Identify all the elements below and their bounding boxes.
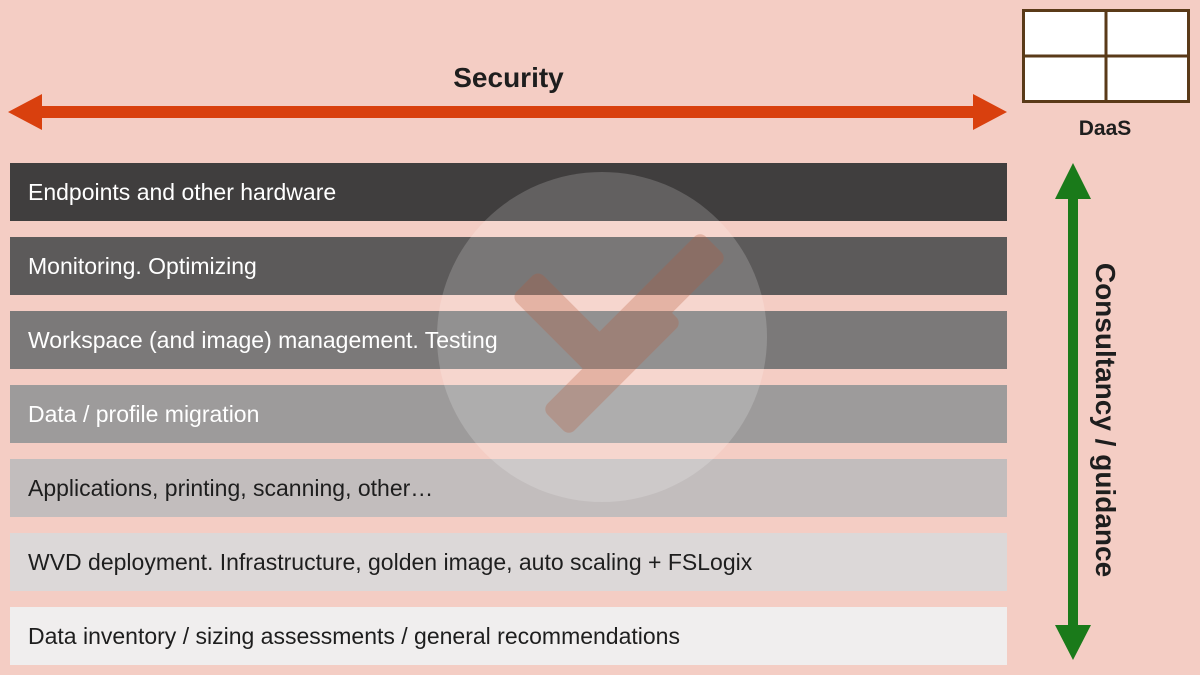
layer-wvd-deployment: WVD deployment. Infrastructure, golden i…: [10, 533, 1007, 591]
layer-label: Monitoring. Optimizing: [28, 252, 257, 279]
layer-data-migration: Data / profile migration: [10, 385, 1007, 443]
window-grid-icon: [1022, 9, 1190, 103]
layer-label: Applications, printing, scanning, other…: [28, 474, 434, 501]
security-arrow-shape: [8, 94, 1007, 130]
layer-endpoints: Endpoints and other hardware: [10, 163, 1007, 221]
layer-data-inventory: Data inventory / sizing assessments / ge…: [10, 607, 1007, 665]
layer-label: Endpoints and other hardware: [28, 178, 337, 205]
remote-desktop-watermark-icon: [437, 172, 767, 502]
layer-label: Workspace (and image) management. Testin…: [28, 326, 498, 353]
layer-monitoring: Monitoring. Optimizing: [10, 237, 1007, 295]
security-label: Security: [453, 62, 564, 93]
layer-workspace-management: Workspace (and image) management. Testin…: [10, 311, 1007, 369]
security-double-arrow-icon: [8, 94, 1007, 130]
consultancy-arrow-shape: [1055, 163, 1091, 660]
layer-label: WVD deployment. Infrastructure, golden i…: [28, 548, 753, 575]
layer-label: Data / profile migration: [28, 400, 260, 427]
consultancy-label: Consultancy / guidance: [1090, 262, 1121, 578]
consultancy-double-arrow-icon: [1055, 163, 1091, 660]
layer-applications: Applications, printing, scanning, other…: [10, 459, 1007, 517]
layer-stack: Endpoints and other hardware Monitoring.…: [10, 163, 1007, 665]
layer-label: Data inventory / sizing assessments / ge…: [28, 622, 680, 649]
daas-label: DaaS: [1078, 117, 1132, 140]
